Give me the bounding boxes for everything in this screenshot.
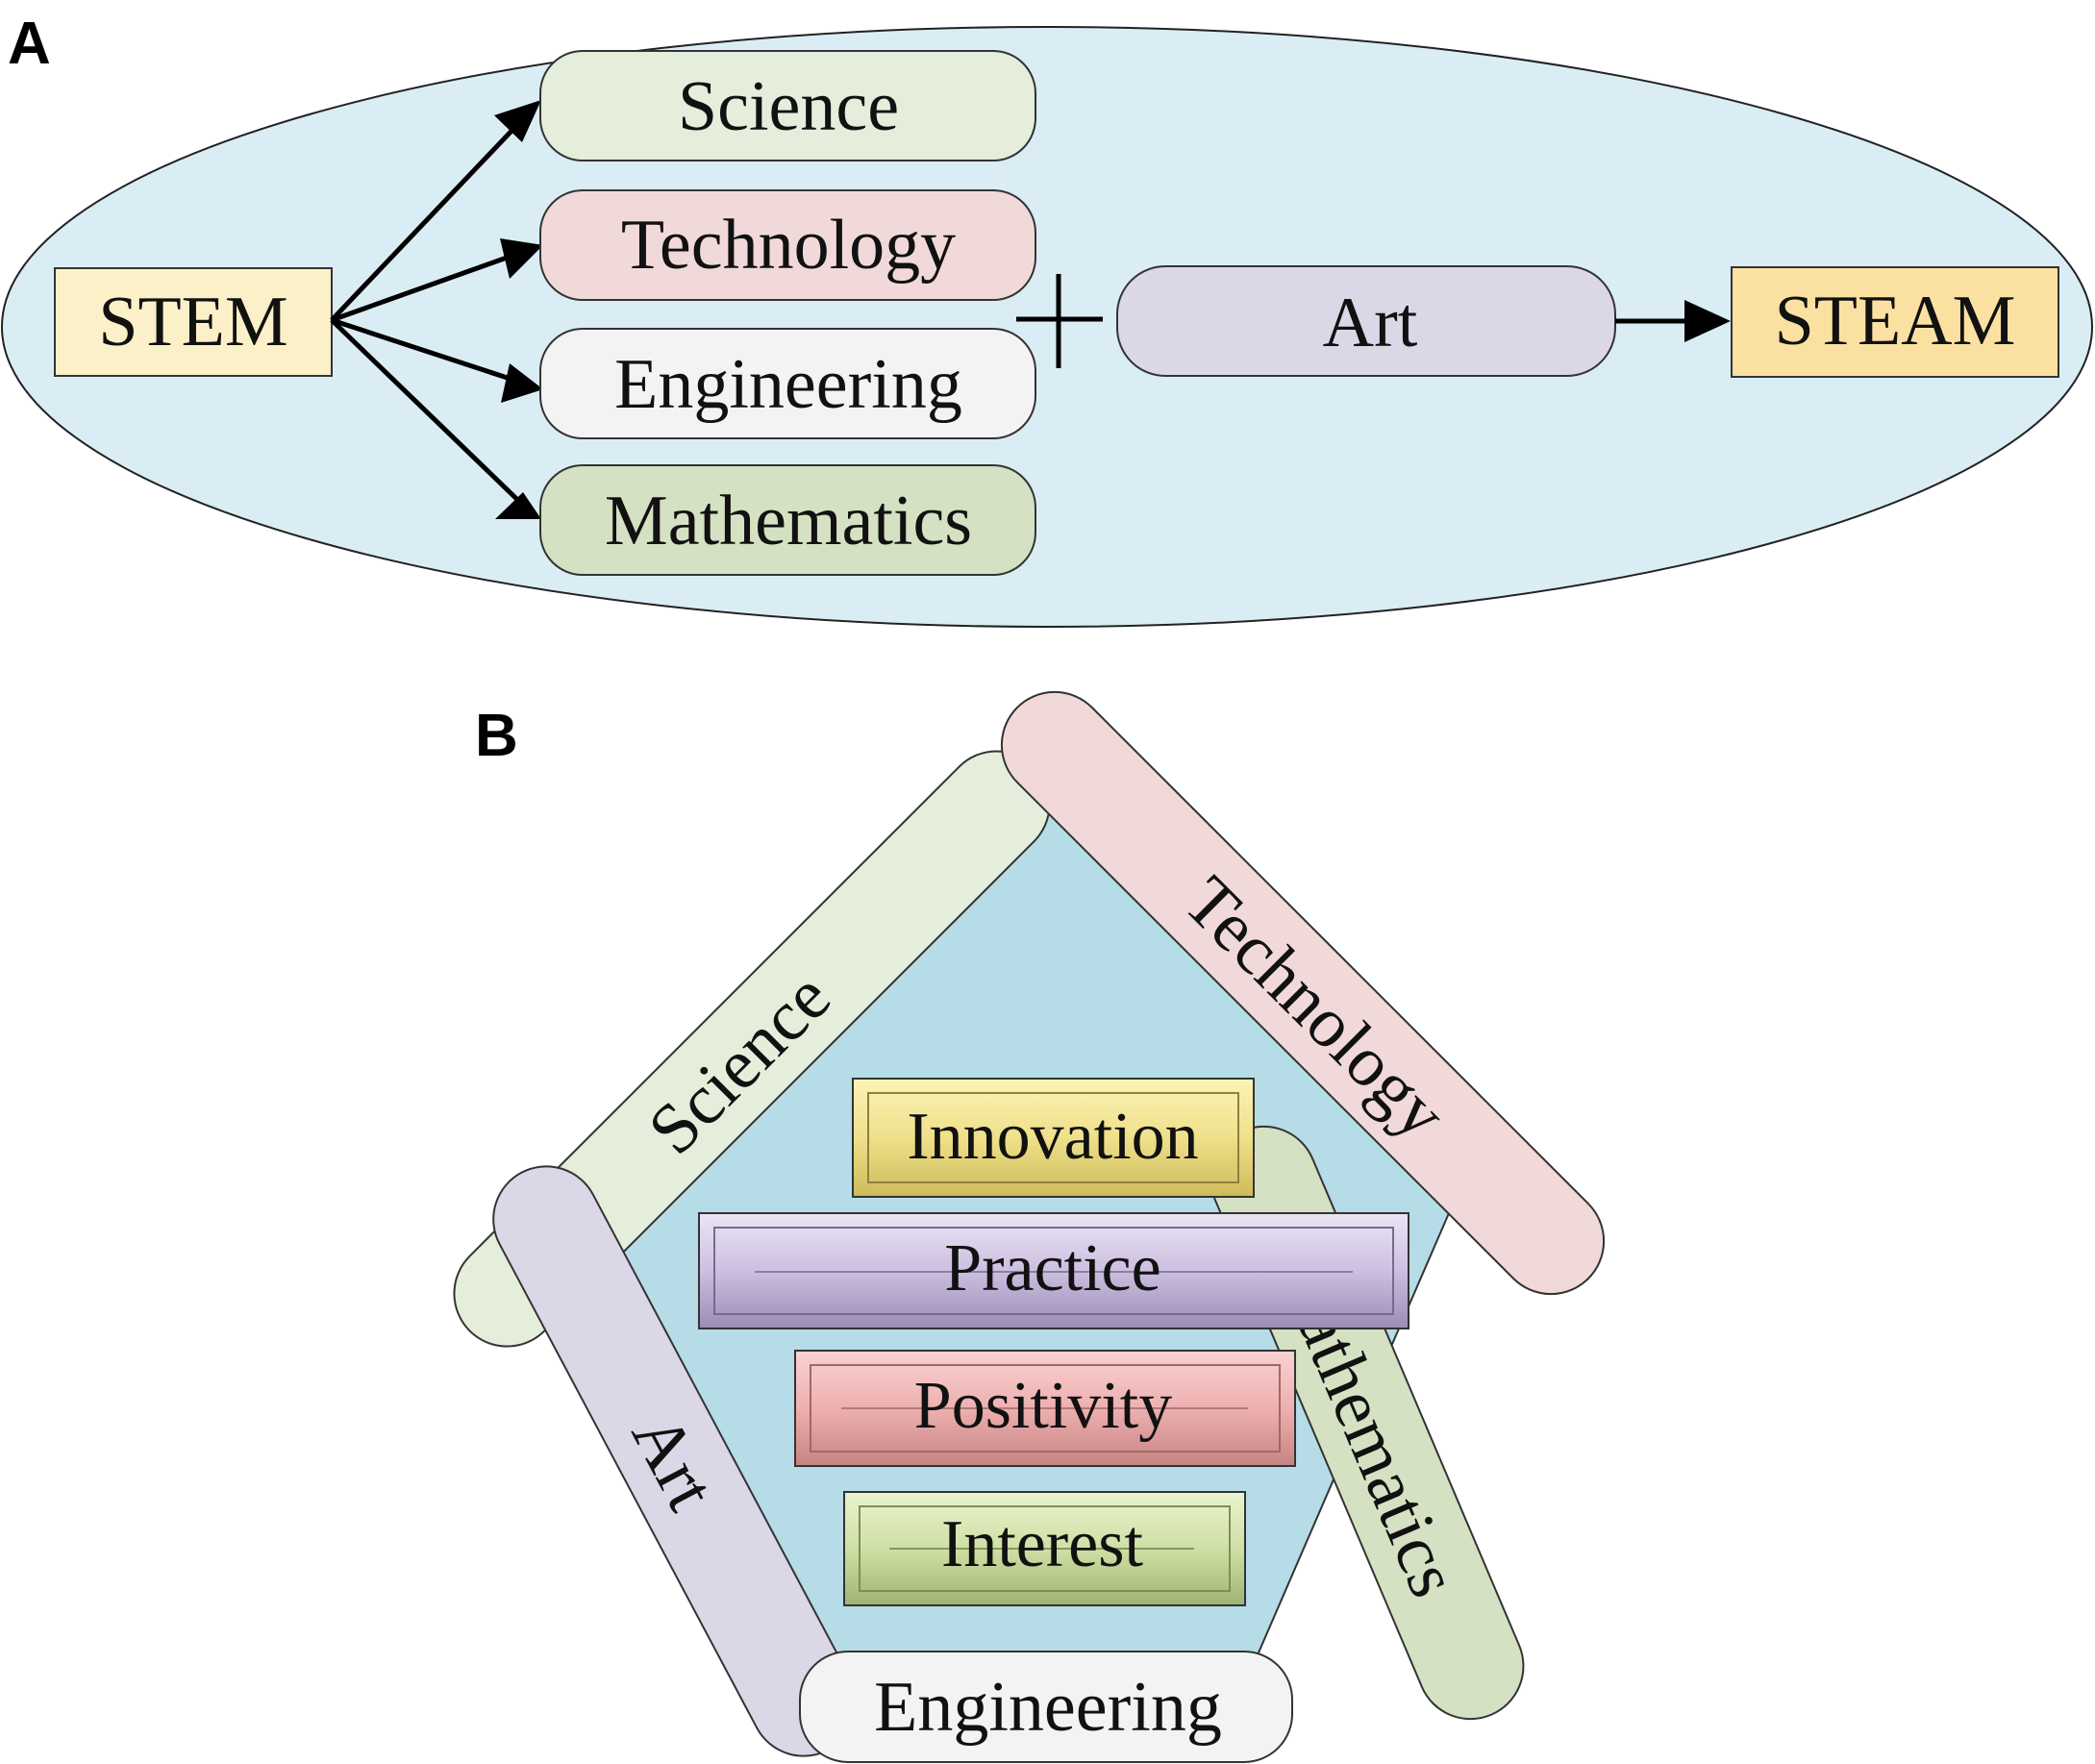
panel-a-label: A — [8, 11, 51, 77]
arrow-to-science — [330, 106, 536, 322]
steam-label: STEAM — [1775, 282, 2016, 360]
stem-arrowheads — [494, 100, 543, 519]
panel-b-label: B — [475, 703, 518, 769]
subject-science-label: Science — [678, 67, 899, 146]
bar-positivity-label: Positivity — [914, 1369, 1172, 1443]
bar-practice-label: Practice — [944, 1231, 1160, 1305]
stem-arrows — [330, 106, 536, 517]
subject-engineering: Engineering — [539, 328, 1036, 439]
bar-interest-label: Interest — [941, 1507, 1143, 1581]
steam-box: STEAM — [1731, 266, 2059, 378]
stem-box: STEM — [54, 267, 333, 377]
arrow-to-steam — [1615, 300, 1731, 342]
arrow-to-technology — [331, 245, 535, 323]
side-engineering-label: Engineering — [874, 1668, 1222, 1747]
stem-ellipse-background — [1, 26, 2093, 628]
subject-engineering-label: Engineering — [614, 345, 962, 424]
side-engineering: Engineering — [799, 1651, 1293, 1763]
arrow-to-engineering — [331, 317, 535, 389]
bar-interest: Interest — [843, 1491, 1246, 1606]
plus-sign — [1016, 274, 1103, 368]
art-pill: Art — [1116, 265, 1616, 377]
subject-science: Science — [539, 50, 1036, 161]
subject-technology-label: Technology — [621, 206, 956, 285]
bar-practice: Practice — [698, 1212, 1409, 1329]
arrow-to-mathematics — [330, 318, 536, 517]
bar-innovation: Innovation — [852, 1078, 1255, 1198]
art-label: Art — [1323, 284, 1418, 362]
bar-positivity: Positivity — [794, 1350, 1296, 1467]
subject-technology: Technology — [539, 189, 1036, 301]
stem-label: STEM — [98, 283, 287, 361]
subject-mathematics-label: Mathematics — [605, 482, 972, 560]
subject-mathematics: Mathematics — [539, 464, 1036, 576]
bar-innovation-label: Innovation — [907, 1100, 1198, 1174]
